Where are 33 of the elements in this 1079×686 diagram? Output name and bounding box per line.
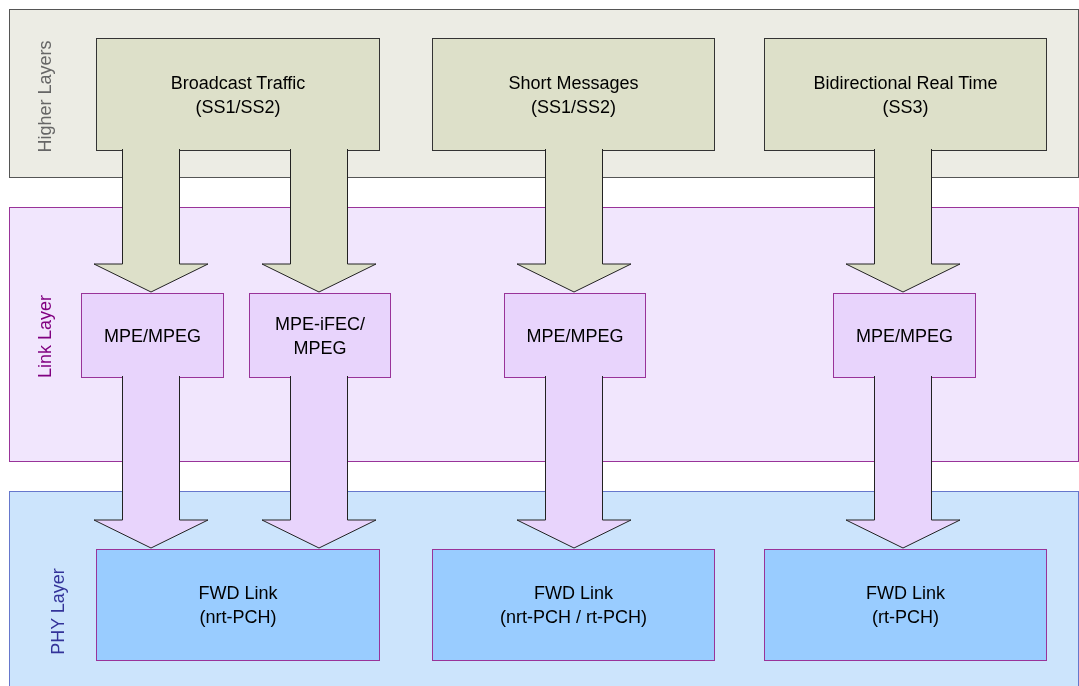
block-arrow: [93, 375, 209, 549]
phy-link-box: [764, 549, 1047, 661]
layer-band: [9, 9, 1079, 178]
box-label: MPE-iFEC/ MPEG: [275, 312, 365, 360]
block-arrow: [261, 148, 377, 293]
block-arrow: [516, 148, 632, 293]
link-layer-box: [249, 293, 391, 378]
block-arrow: [845, 375, 961, 549]
box-label: FWD Link (rt-PCH): [866, 582, 945, 629]
box-label: MPE/MPEG: [856, 324, 953, 348]
box-label: Broadcast Traffic (SS1/SS2): [170, 71, 306, 119]
layer-band: [9, 491, 1079, 686]
phy-link-box: [96, 549, 380, 661]
layer-label: Higher Layers: [34, 39, 56, 153]
box-label: Bidirectional Real Time (SS3): [813, 71, 998, 119]
box-label: MPE/MPEG: [526, 324, 624, 348]
block-arrow: [845, 148, 961, 293]
box-label: FWD Link (nrt-PCH): [198, 582, 278, 629]
layer-label: Link Layer: [34, 294, 56, 378]
service-box: [764, 38, 1047, 151]
box-label: Short Messages (SS1/SS2): [508, 71, 639, 119]
link-layer-box: [504, 293, 646, 378]
box-label: MPE/MPEG: [104, 324, 201, 348]
service-box: [96, 38, 380, 151]
link-layer-box: [81, 293, 224, 378]
block-arrow: [516, 375, 632, 549]
layer-label: PHY Layer: [47, 567, 69, 655]
box-label: FWD Link (nrt-PCH / rt-PCH): [500, 582, 647, 629]
phy-link-box: [432, 549, 715, 661]
block-arrow: [93, 148, 209, 293]
block-arrow: [261, 375, 377, 549]
service-box: [432, 38, 715, 151]
link-layer-box: [833, 293, 976, 378]
